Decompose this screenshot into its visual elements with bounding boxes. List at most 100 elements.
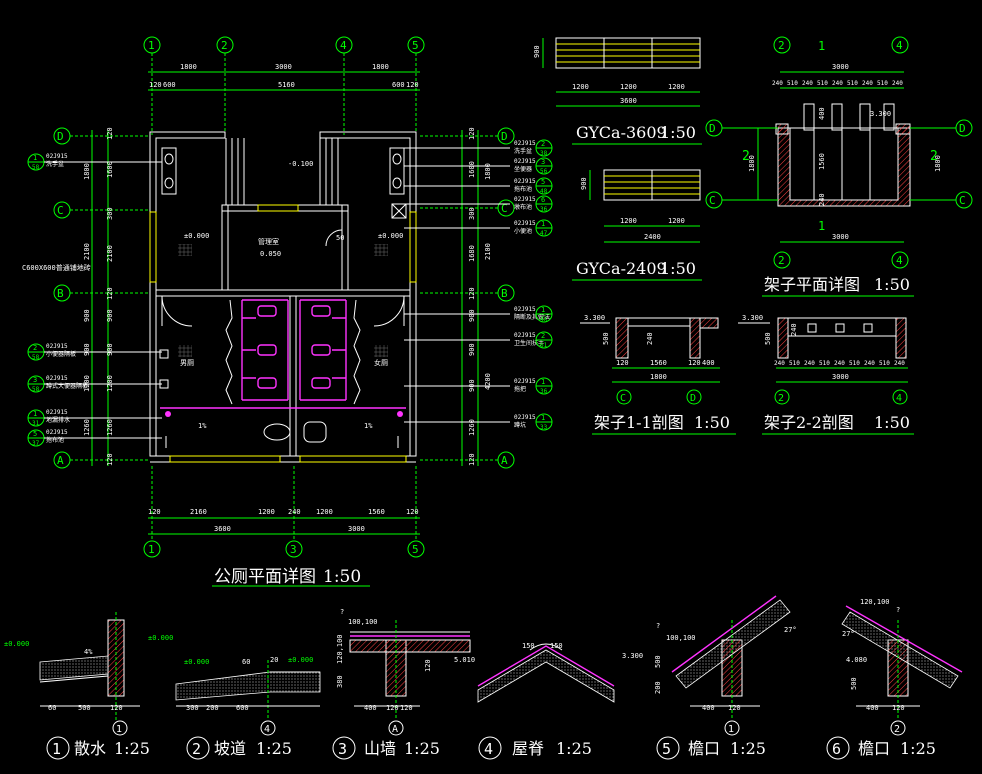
dim: 120 xyxy=(468,127,476,140)
dim: 120 xyxy=(468,453,476,466)
ref-text: 洗手盆 xyxy=(46,160,64,168)
dim: 400 xyxy=(364,704,377,712)
dim: 4200 xyxy=(484,373,492,390)
ref-callout: 3 58 02J915 蹲式大便器隔板 xyxy=(27,375,162,393)
dim: 1200 xyxy=(620,217,637,225)
drawing-scale: 1:25 xyxy=(900,739,936,758)
ref-num: 5 xyxy=(33,430,37,438)
dim: 120 xyxy=(688,359,701,367)
left-references: 1 58 02J915 洗手盆 2 58 02J915 小便器隔板 3 58 0… xyxy=(27,153,162,447)
drawing-title: 山墙 xyxy=(364,739,396,758)
grid-label: D xyxy=(690,393,696,404)
dim: 300 xyxy=(106,207,114,220)
slope-label: 1% xyxy=(198,422,207,430)
dim: 1560 xyxy=(818,153,826,170)
ref-code: 02J915 xyxy=(514,140,536,147)
dim: 500 xyxy=(654,655,662,668)
dim: 510 xyxy=(789,360,800,367)
fixtures xyxy=(159,147,407,448)
grid-label: 1 xyxy=(148,39,155,52)
dim: 500 xyxy=(78,704,91,712)
dim: 120 xyxy=(468,287,476,300)
grid-label: D xyxy=(57,130,64,143)
ref-text: 拖把 xyxy=(514,385,526,393)
ref-text: 小便器隔板 xyxy=(46,350,76,358)
drawing-scale: 1:25 xyxy=(404,739,440,758)
ref-text: 拖布池 xyxy=(514,185,532,193)
dim: 900 xyxy=(468,343,476,356)
dim: 510 xyxy=(817,80,828,87)
dim: 400 xyxy=(702,704,715,712)
dim: 510 xyxy=(819,360,830,367)
dim: 150 xyxy=(550,642,563,650)
dim: 240 xyxy=(288,508,301,516)
ref-page: 36 xyxy=(540,388,548,395)
angle-label: 27° xyxy=(842,630,855,638)
ref-callout: 5 37 02J915 拖布池 xyxy=(27,429,162,447)
detail-eave-5: ? 3.300 500 200 27° 100,100 400 120 1 5 … xyxy=(622,595,797,760)
dim: 120 xyxy=(616,359,629,367)
grid-label: 4 xyxy=(340,39,347,52)
drawing-scale: 1:50 xyxy=(660,259,696,278)
level-label: 4.080 xyxy=(846,656,867,664)
ref-page: 61 xyxy=(540,342,548,349)
room-name: 女厕 xyxy=(374,358,388,367)
ref-page: 58 xyxy=(32,164,40,171)
drawing-scale: 1:50 xyxy=(660,123,696,142)
ref-num: 1 xyxy=(33,154,37,162)
dim: 240 xyxy=(832,80,843,87)
walls xyxy=(149,131,417,463)
dim: 900 xyxy=(106,343,114,356)
dim: 200 xyxy=(654,681,662,694)
ref-num: 1 xyxy=(541,378,545,386)
grid-label: 5 xyxy=(412,39,419,52)
ref-text: 蹲坑 xyxy=(514,421,526,429)
detail-ridge: 150 150 4 屋脊 1:25 xyxy=(477,642,615,760)
section-mark: 2 xyxy=(930,149,938,164)
dim: 380 xyxy=(336,675,344,688)
drawing-scale: 1:25 xyxy=(556,739,592,758)
dim: 300 xyxy=(186,704,199,712)
dim: 240 xyxy=(834,360,845,367)
dim: 1200 xyxy=(258,508,275,516)
ref-code: 02J915 xyxy=(514,178,536,185)
section-mark: 1 xyxy=(818,39,825,53)
right-dimensions: 120 1600 300 1680 120 900 900 900 1260 1… xyxy=(468,127,492,466)
dim: 3600 xyxy=(214,525,231,533)
section-mark: 2 xyxy=(742,149,750,164)
level-label: ±0.000 xyxy=(4,640,29,648)
dim: 120 xyxy=(110,704,123,712)
drawing-scale: 1:25 xyxy=(730,739,766,758)
room-name: 男厕 xyxy=(180,359,194,367)
grid-label: 3 xyxy=(290,543,297,556)
ref-callout: 1 58 02J915 洗手盆 xyxy=(27,153,162,171)
gyca-3609: 900 1200 1200 1200 3600 GYCa-3609 1:50 xyxy=(533,37,702,145)
level-label: ±0.000 xyxy=(148,634,173,642)
dim: 510 xyxy=(877,80,888,87)
dim: 120 xyxy=(106,127,114,140)
ref-code: 02J915 xyxy=(514,414,536,421)
ref-code: 02J915 xyxy=(514,158,536,165)
dim: 1200 xyxy=(316,508,333,516)
dim: 1800 xyxy=(180,63,197,71)
angle-label: 27° xyxy=(784,626,797,634)
rack-section-1-1: 3.300 500 240 120 1560 120 400 1800 C D … xyxy=(580,314,736,435)
ref-code: 02J915 xyxy=(46,153,68,160)
dim: 1260 xyxy=(106,419,114,436)
grid-label: 1 xyxy=(148,543,155,556)
dim: 1560 xyxy=(368,508,385,516)
ref-num: 3 xyxy=(33,376,37,384)
ref-text: 地漏排水 xyxy=(46,416,70,424)
entrance-steps xyxy=(225,138,339,205)
ref-code: 02J915 xyxy=(46,409,68,416)
grid-label: C xyxy=(620,393,626,404)
grid-label: 2 xyxy=(778,254,785,267)
